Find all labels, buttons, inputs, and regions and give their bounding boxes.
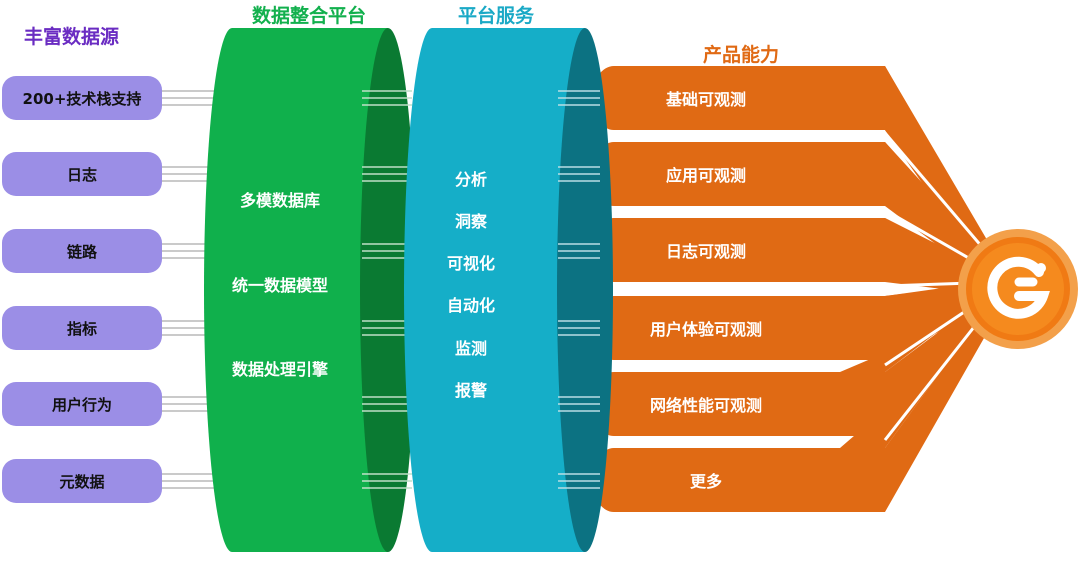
products-heading: 产品能力	[703, 44, 780, 66]
product-item-network: 网络性能可观测	[649, 396, 762, 415]
source-item-tech-stack: 200+技术栈支持	[2, 76, 162, 120]
integration-connectors	[362, 90, 412, 489]
product-item-user-experience: 用户体验可观测	[649, 320, 762, 339]
product-item-logs: 日志可观测	[665, 242, 746, 261]
source-item-metrics: 指标	[2, 306, 162, 350]
product-item-basic: 基础可观测	[665, 90, 746, 109]
product-item-application: 应用可观测	[665, 166, 746, 185]
service-item-insight: 洞察	[454, 212, 487, 231]
integration-cylinder	[204, 28, 416, 552]
source-item-traces: 链路	[2, 229, 162, 273]
service-connectors	[558, 90, 600, 489]
service-item-visualization: 可视化	[446, 254, 495, 273]
integration-item-processing-engine: 数据处理引擎	[231, 360, 328, 379]
service-item-automation: 自动化	[446, 296, 495, 315]
integration-heading: 数据整合平台	[252, 5, 367, 27]
integration-item-multimodel-db: 多模数据库	[239, 191, 320, 210]
services-cylinder	[404, 28, 613, 552]
sources-heading: 丰富数据源	[24, 26, 120, 48]
service-item-analysis: 分析	[454, 170, 487, 189]
source-item-logs: 日志	[2, 152, 162, 196]
service-item-monitoring: 监测	[454, 339, 487, 358]
product-rows	[592, 66, 1000, 512]
source-item-user-behavior: 用户行为	[2, 382, 162, 426]
brand-logo-icon	[957, 228, 1079, 350]
integration-item-unified-model: 统一数据模型	[231, 276, 328, 295]
service-item-alerting: 报警	[454, 381, 487, 400]
services-heading: 平台服务	[458, 5, 535, 27]
source-item-metadata: 元数据	[2, 459, 162, 503]
product-item-more: 更多	[689, 472, 722, 491]
